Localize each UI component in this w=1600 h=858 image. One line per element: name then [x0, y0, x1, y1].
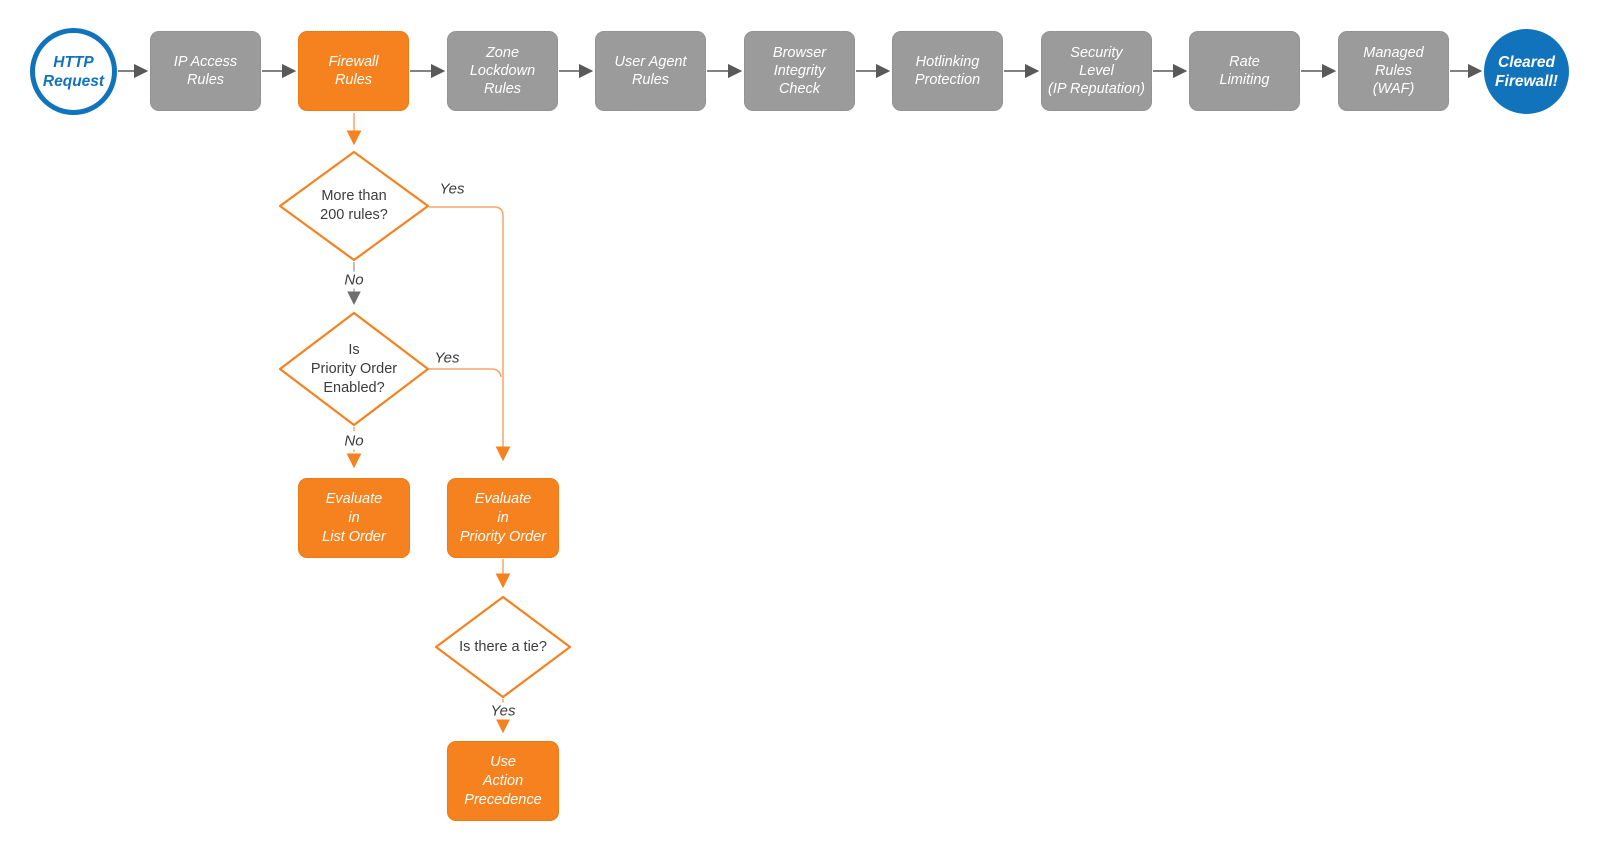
edge-label-yes-3: Yes — [487, 702, 519, 720]
decision-diamond-more-than-200-rules — [278, 150, 430, 262]
pipeline-step-label: Security Level (IP Reputation) — [1048, 45, 1145, 97]
pipeline-step-label: User Agent Rules — [614, 54, 687, 88]
decision-priority-order-enabled: Is Priority Order Enabled? — [280, 313, 428, 425]
pipeline-step-browser-integrity-check: Browser Integrity Check — [744, 31, 855, 111]
decision-label: Is Priority Order Enabled? — [310, 341, 398, 396]
action-evaluate-in-list-order: Evaluate in List Order — [298, 478, 410, 558]
end-node-label: Cleared Firewall! — [1495, 53, 1558, 90]
start-node-label: HTTP Request — [42, 53, 105, 90]
pipeline-step-label: Rate Limiting — [1219, 54, 1270, 88]
pipeline-step-label: Browser Integrity Check — [772, 45, 827, 97]
action-use-action-precedence: Use Action Precedence — [447, 741, 559, 821]
action-label: Evaluate in List Order — [322, 490, 386, 545]
decision-label: More than 200 rules? — [320, 188, 388, 223]
decision-diamond-priority-order-enabled — [278, 311, 430, 427]
pipeline-step-rate-limiting: Rate Limiting — [1189, 31, 1300, 111]
action-label: Evaluate in Priority Order — [459, 490, 547, 545]
pipeline-step-ip-access-rules: IP Access Rules — [150, 31, 261, 111]
pipeline-step-label: Managed Rules (WAF) — [1363, 45, 1424, 97]
pipeline-step-firewall-rules: Firewall Rules — [298, 31, 409, 111]
pipeline-step-hotlinking-protection: Hotlinking Protection — [892, 31, 1003, 111]
pipeline-step-security-level: Security Level (IP Reputation) — [1041, 31, 1152, 111]
pipeline-step-label: Firewall Rules — [328, 54, 379, 88]
edge-label-yes-1: Yes — [439, 180, 465, 198]
decision-diamonds — [278, 150, 572, 699]
pipeline-step-managed-rules-waf: Managed Rules (WAF) — [1338, 31, 1449, 111]
pipeline-step-label: IP Access Rules — [173, 54, 238, 88]
pipeline-step-user-agent-rules: User Agent Rules — [595, 31, 706, 111]
end-node-cleared-firewall: Cleared Firewall! — [1484, 29, 1569, 114]
action-evaluate-in-priority-order: Evaluate in Priority Order — [447, 478, 559, 558]
pipeline-step-label: Hotlinking Protection — [914, 54, 981, 88]
decision-diamond-is-there-a-tie — [434, 595, 572, 699]
edge-label-no-1: No — [341, 271, 367, 289]
edge-label-no-2: No — [341, 432, 367, 450]
edge-label-yes-2: Yes — [431, 349, 463, 367]
pipeline-step-zone-lockdown-rules: Zone Lockdown Rules — [447, 31, 558, 111]
start-node-http-request: HTTP Request — [30, 28, 117, 115]
decision-label: Is there a tie? — [459, 638, 547, 655]
decision-more-than-200-rules: More than 200 rules? — [280, 152, 428, 260]
pipeline-step-label: Zone Lockdown Rules — [469, 45, 536, 97]
decision-is-there-a-tie: Is there a tie? — [436, 597, 570, 697]
action-label: Use Action Precedence — [464, 753, 542, 808]
